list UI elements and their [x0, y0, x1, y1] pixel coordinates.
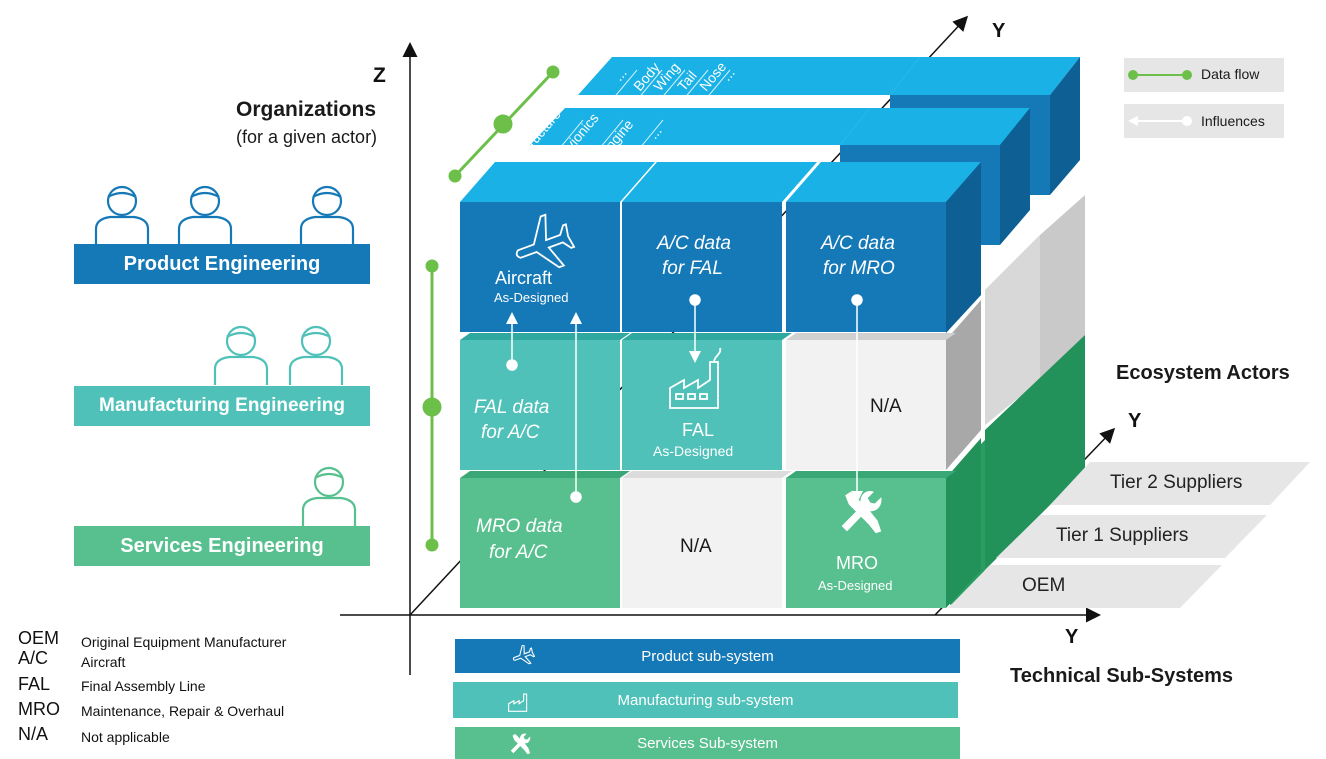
fal-ac-line-2: for A/C [481, 422, 540, 443]
data-flow-dot-right [1182, 70, 1192, 80]
person-icons-svc [301, 466, 357, 526]
y-axis-bottom-label: Y [1065, 626, 1079, 648]
glossary-abbr-oem: OEM [18, 628, 60, 648]
person-icons-mfg [213, 325, 344, 385]
legend-box [1124, 58, 1284, 138]
front-faces [460, 202, 946, 608]
data-flow-lines [422, 65, 560, 552]
plane-icon [515, 213, 576, 269]
ac-mro-line-2: for MRO [823, 258, 895, 279]
glossary-def-fal: Final Assembly Line [81, 678, 206, 694]
mro-subtitle: As-Designed [818, 578, 893, 593]
glossary-def-oem: Original Equipment Manufacturer [81, 634, 287, 650]
glossary-abbr-mro: MRO [18, 699, 60, 719]
z-axis-title: Organizations [236, 98, 377, 121]
glossary-abbr-na: N/A [18, 724, 49, 744]
glossary-abbr-ac: A/C [18, 648, 49, 668]
subsystem-services-label: Services Sub-system [637, 734, 778, 752]
factory-icon [669, 347, 722, 409]
na-middle: N/A [870, 396, 902, 417]
y-axis-right-label: Y [1128, 410, 1142, 432]
subsystem-services: Services Sub-system [455, 727, 960, 759]
ac-fal-line-1: A/C data [657, 233, 731, 254]
na-bottom: N/A [680, 536, 712, 557]
mro-title: MRO [836, 553, 878, 573]
ac-fal-line-2: for FAL [662, 258, 723, 279]
data-flow-dot-left [1128, 70, 1138, 80]
tier-oem: OEM [1022, 575, 1066, 596]
tools-icon [510, 733, 531, 755]
mro-ac-line-2: for A/C [489, 542, 548, 563]
plane-icon [512, 645, 535, 665]
cell-ac-mro [786, 202, 946, 332]
glossary-def-mro: Maintenance, Repair & Overhaul [81, 703, 285, 719]
subsystem-product: Product sub-system [455, 639, 960, 673]
legend-influences-label: Influences [1201, 113, 1265, 129]
fal-subtitle: As-Designed [653, 443, 734, 459]
band-product-engineering: Product Engineering [74, 244, 370, 284]
glossary-def-na: Not applicable [81, 729, 170, 745]
y-axis-top-label: Y [992, 20, 1006, 42]
aircraft-title: Aircraft [495, 268, 553, 288]
cell-aircraft [460, 202, 620, 332]
glossary-abbr-fal: FAL [18, 674, 51, 694]
flow-arrows [506, 294, 863, 503]
aircraft-subtitle: As-Designed [494, 290, 569, 305]
ecosystem-title: Ecosystem Actors [1116, 362, 1290, 384]
tier-planes [948, 462, 1310, 608]
band-services-engineering: Services Engineering [74, 526, 370, 566]
cell-fal-ac [460, 340, 620, 470]
cell-fal [622, 340, 782, 470]
technical-title: Technical Sub-Systems [1010, 665, 1234, 687]
ac-mro-line-1: A/C data [821, 233, 895, 254]
z-axis-subtitle: (for a given actor) [236, 127, 378, 147]
tier-1-suppliers: Tier 1 Suppliers [1056, 525, 1189, 546]
cell-na-bottom [622, 478, 782, 608]
cell-na-middle [786, 340, 946, 470]
cell-mro-ac [460, 478, 620, 608]
glossary-def-ac: Aircraft [81, 654, 126, 670]
subsystem-manufacturing: Manufacturing sub-system [453, 682, 958, 718]
person-icons [94, 185, 355, 245]
z-axis-label: Z [373, 64, 386, 87]
tier-2-suppliers: Tier 2 Suppliers [1110, 472, 1243, 493]
factory-icon [508, 693, 528, 712]
subsystem-manufacturing-label: Manufacturing sub-system [617, 691, 794, 709]
front-top-faces [460, 162, 981, 608]
cell-ac-fal [622, 202, 782, 332]
mro-ac-line-1: MRO data [476, 516, 563, 537]
band-manufacturing-engineering: Manufacturing Engineering [74, 386, 370, 426]
fal-ac-line-1: FAL data [474, 397, 550, 418]
legend-data-flow-label: Data flow [1201, 66, 1260, 82]
fal-title: FAL [682, 420, 715, 440]
subsystem-product-label: Product sub-system [641, 647, 774, 665]
